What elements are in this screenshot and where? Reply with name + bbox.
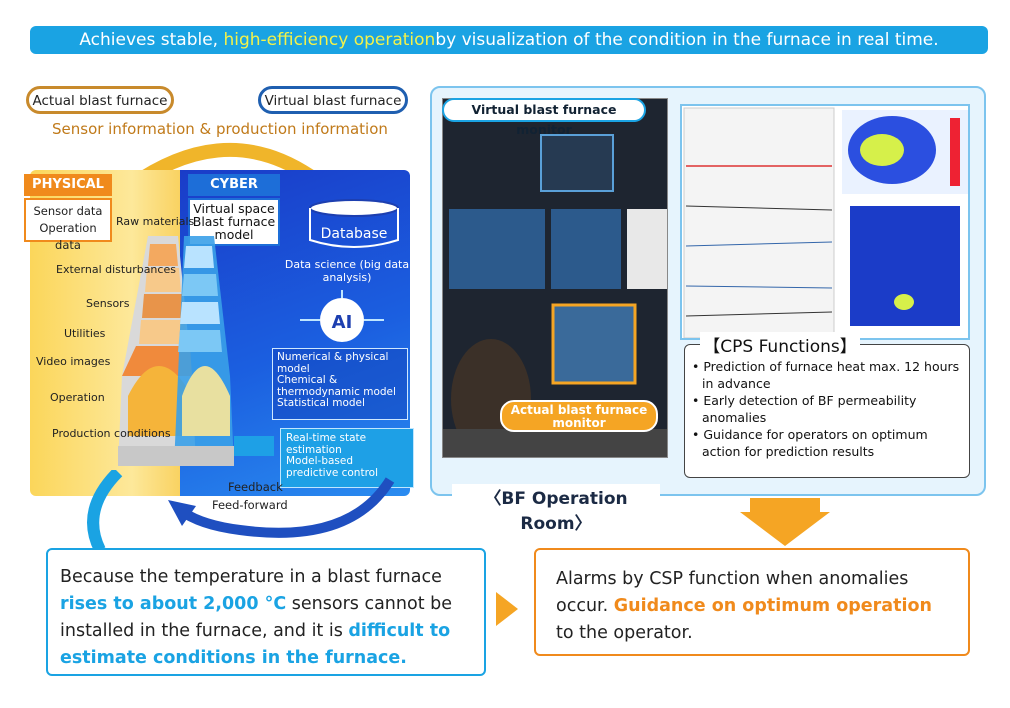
ai-circuit-icon	[300, 290, 384, 342]
realtime-box: Real-time state estimation Model-based p…	[280, 428, 414, 488]
monitor-screenshots	[680, 104, 970, 340]
problem-statement-box: Because the temperature in a blast furna…	[46, 548, 486, 676]
feed-forward-label: Feed-forward	[212, 498, 288, 512]
ai-label: AI	[331, 312, 353, 333]
virtual-space-box: Virtual space Blast furnace model	[188, 198, 280, 246]
model-item: Numerical & physical model	[277, 351, 389, 375]
model-item: Statistical model	[277, 397, 365, 409]
problem-text: Because the temperature in a blast furna…	[60, 567, 442, 587]
cps-functions-list: Prediction of furnace heat max. 12 hours…	[692, 358, 968, 460]
solution-highlight: Guidance on optimum operation	[613, 596, 932, 616]
virtual-blast-furnace-label: Virtual blast furnace	[258, 86, 408, 114]
operation-room-title: 〈BF Operation Room〉	[452, 484, 660, 534]
physical-tag: PHYSICAL	[24, 174, 112, 196]
virtual-monitor-label: Virtual blast furnace monitor	[442, 98, 646, 137]
data-science-label: Data science (big data analysis)	[284, 258, 410, 284]
operation-label: Operation	[50, 391, 105, 404]
solution-statement-box: Alarms by CSP function when anomalies oc…	[534, 548, 970, 656]
solution-text: Alarms by CSP function when anomalies oc…	[556, 569, 909, 616]
utilities-label: Utilities	[64, 327, 106, 340]
top-banner: Achieves stable, high-efficiency operati…	[30, 26, 988, 54]
problem-text: sensors cannot be installed in the furna…	[60, 594, 452, 641]
sensor-data-line: Sensor data	[33, 204, 103, 218]
operation-room-photo	[442, 98, 668, 458]
solution-text: to the operator.	[556, 623, 693, 643]
raw-materials-label: Raw materials	[116, 215, 195, 228]
database-label: Database	[320, 226, 388, 242]
actual-monitor-label: Actual blast furnace monitor	[500, 400, 658, 432]
cyber-tag: CYBER	[188, 174, 280, 196]
problem-highlight-estimate: difficult to estimate conditions in the …	[60, 621, 451, 668]
banner-text-pre: Achieves stable,	[79, 30, 224, 50]
cps-functions-title: 【CPS Functions】	[700, 332, 860, 357]
realtime-item: Real-time state estimation	[286, 432, 367, 456]
problem-highlight-temp: rises to about 2,000 °C	[60, 594, 287, 614]
cps-function-item: Early detection of BF permeability anoma…	[692, 392, 968, 426]
feedback-label: Feedback	[228, 480, 283, 494]
database-icon	[309, 199, 399, 248]
model-item: Chemical & thermodynamic model	[277, 374, 396, 398]
external-disturbances-label: External disturbances	[56, 263, 176, 276]
banner-text-post: by visualization of the condition in the…	[435, 30, 939, 50]
video-images-label: Video images	[36, 355, 111, 368]
actual-blast-furnace-label: Actual blast furnace	[26, 86, 174, 114]
bottom-left-arrow	[87, 470, 123, 553]
model-list-box: Numerical & physical model Chemical & th…	[272, 348, 408, 420]
sensor-data-box: Sensor data Operation data	[24, 198, 112, 252]
feedback-arrow	[168, 477, 395, 538]
sensor-information-caption: Sensor information & production informat…	[52, 120, 388, 138]
cps-function-item: Prediction of furnace heat max. 12 hours…	[692, 358, 968, 392]
sensors-label: Sensors	[86, 297, 130, 310]
cps-function-item: Guidance for operators on optimum action…	[692, 426, 968, 460]
realtime-item: Model-based predictive control	[286, 455, 379, 479]
blast-furnace-illustration	[118, 236, 274, 466]
right-arrow-icon	[496, 592, 518, 626]
production-conditions-label: Production conditions	[52, 427, 171, 440]
banner-highlight: high-efficiency operation	[223, 30, 436, 50]
operation-data-line: Operation data	[39, 221, 97, 252]
down-arrow-icon	[740, 498, 830, 546]
